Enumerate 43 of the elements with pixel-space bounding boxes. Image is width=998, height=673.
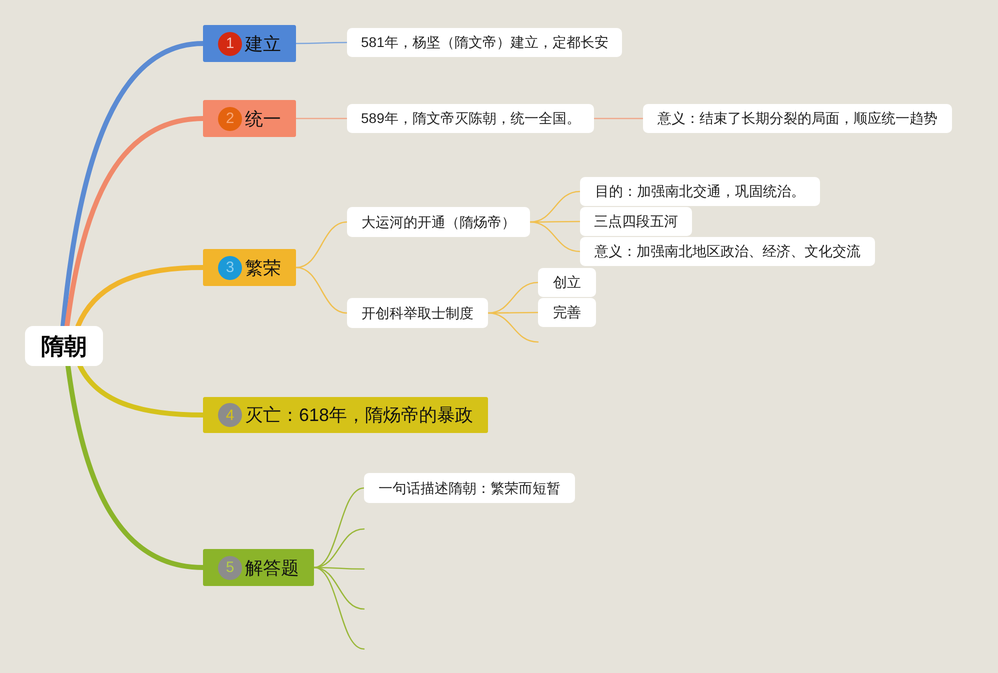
number-marker: 5 [218, 556, 242, 580]
topic-label: 统一 [245, 110, 281, 128]
subtopic-card: 意义：结束了长期分裂的局面，顺应统一趋势 [643, 104, 952, 133]
topic-box [203, 100, 296, 137]
connector-line [529, 190, 581, 223]
topic-label: 灭亡：618年，隋炀帝的暴政 [245, 406, 474, 424]
topic-box [203, 25, 296, 62]
subtopic-card: 意义：加强南北地区政治、经济、文化交流 [580, 237, 875, 266]
connector-line [487, 312, 539, 343]
connector-line [313, 528, 365, 568]
subtopic-card: 创立 [538, 268, 596, 297]
branch-line [78, 364, 206, 418]
connector-line [295, 118, 348, 120]
topic-label: 建立 [245, 34, 281, 52]
connector-line [295, 221, 348, 268]
connector-line [594, 118, 644, 120]
subtopic-card: 完善 [538, 298, 596, 327]
topic-box [203, 397, 488, 433]
number-marker: 1 [218, 32, 242, 56]
branch-line [66, 364, 206, 570]
central-topic: 隋朝 [25, 326, 103, 366]
number-marker: 2 [218, 106, 242, 130]
number-marker: 4 [218, 403, 242, 427]
subtopic-card: 大运河的开通（隋炀帝） [347, 207, 530, 237]
connector-line [295, 42, 348, 44]
topic-box [203, 549, 314, 586]
connector-line [313, 566, 365, 650]
subtopic-card: 开创科举取士制度 [347, 298, 488, 328]
topic-label: 解答题 [245, 558, 299, 576]
branch-line [60, 41, 206, 328]
branch-line [76, 265, 206, 328]
connector-line [295, 266, 348, 314]
connector-line [529, 221, 581, 252]
subtopic-card: 一句话描述隋朝：繁荣而短暂 [364, 473, 575, 503]
number-marker: 3 [218, 256, 242, 280]
topic-box [203, 249, 296, 286]
branch-line [64, 116, 206, 328]
subtopic-card: 目的：加强南北交通，巩固统治。 [580, 177, 820, 206]
subtopic-card: 581年，杨坚（隋文帝）建立，定都长安 [347, 28, 622, 57]
subtopic-card: 589年，隋文帝灭陈朝，统一全国。 [347, 104, 594, 133]
connector-line [487, 282, 539, 314]
topic-label: 繁荣 [245, 258, 281, 276]
subtopic-card: 三点四段五河 [580, 207, 692, 236]
